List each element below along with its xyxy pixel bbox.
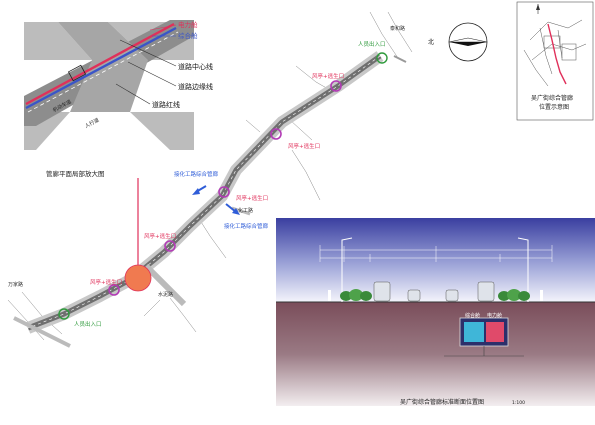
vent-icon-4 bbox=[164, 240, 176, 252]
personnel-entry-sw-icon bbox=[58, 308, 70, 320]
inset-small-box bbox=[67, 64, 87, 82]
label-vent-3: 风亭+逃生口 bbox=[236, 194, 268, 202]
pedestrian-left-icon bbox=[328, 290, 331, 301]
map-streets bbox=[523, 19, 587, 87]
vehicle-car-2-icon bbox=[445, 289, 459, 302]
tunnel-cabin-power bbox=[486, 322, 504, 342]
leader-edge bbox=[127, 61, 177, 87]
map-north-head-icon bbox=[536, 4, 540, 10]
svg-text:北: 北 bbox=[428, 38, 434, 46]
leader-centerline bbox=[119, 39, 177, 67]
street-lamp-right-icon bbox=[517, 237, 529, 302]
side-street-4 bbox=[231, 206, 251, 216]
vehicle-bus-left-icon bbox=[373, 281, 391, 302]
section-caption: 吴广街综合管廊标准断面位置图 bbox=[400, 398, 484, 406]
map-caption-2: 位置示意图 bbox=[539, 103, 569, 111]
street-label-b: 水泥路 bbox=[158, 291, 173, 298]
street-label-c: 万家路 bbox=[8, 281, 23, 288]
map-caption-1: 吴广街综合管廊 bbox=[531, 94, 573, 102]
label-combined: 综合舱 bbox=[178, 31, 198, 40]
vehicle-car-1-icon bbox=[407, 289, 421, 302]
map-route-line bbox=[547, 23, 567, 85]
route-plan: 人员出入口 人员出入口 风亭+逃生口 风亭+逃生口 风亭+逃生口 风亭+逃生口 … bbox=[7, 11, 413, 348]
cross-section: 综合舱 电力舱 吴广街综合管廊标准断面位置图 1:100 bbox=[276, 218, 595, 406]
route-road-dash bbox=[27, 55, 381, 329]
label-cabin-left: 综合舱 bbox=[465, 312, 480, 319]
label-redline: 道路红线 bbox=[152, 100, 180, 109]
personnel-entry-ne-icon bbox=[376, 52, 388, 64]
leader-redline bbox=[115, 83, 151, 105]
leader-power bbox=[149, 24, 177, 31]
vehicles bbox=[373, 281, 495, 302]
vent-icon-1 bbox=[330, 80, 342, 92]
label-power: 电力舱 bbox=[178, 20, 198, 29]
section-scale: 1:100 bbox=[512, 400, 525, 406]
street-label-d: 泰和路 bbox=[390, 25, 405, 32]
inset-center-dash bbox=[27, 31, 179, 113]
section-dimensions bbox=[319, 245, 553, 262]
label-branch-2: 接化工路综合管廊 bbox=[224, 222, 269, 230]
vent-markers bbox=[108, 80, 342, 296]
inset-detail: 电力舱 综合舱 道路中心线 道路边缘线 道路红线 机动车道 人行道 管廊平面局部… bbox=[24, 12, 213, 178]
branch-arrow-up-head-icon bbox=[192, 188, 200, 195]
label-centerline: 道路中心线 bbox=[178, 62, 213, 71]
north-arrow: 北 bbox=[428, 22, 488, 62]
branch-arrow-down-head-icon bbox=[232, 208, 240, 215]
shrubs bbox=[340, 289, 530, 301]
section-sky bbox=[276, 218, 595, 302]
tunnel-cabin-combined bbox=[464, 322, 484, 342]
inset-red-line bbox=[25, 22, 175, 106]
label-edge: 道路边缘线 bbox=[178, 82, 213, 91]
side-street-1 bbox=[393, 55, 407, 63]
location-map: 吴广街综合管廊 位置示意图 bbox=[516, 1, 594, 121]
junction-marker bbox=[124, 264, 152, 292]
north-needle-right-icon bbox=[449, 42, 487, 46]
label-vent-4: 风亭+逃生口 bbox=[144, 232, 176, 240]
pedestrians bbox=[328, 290, 543, 301]
section-soil bbox=[276, 302, 595, 406]
label-cabin-right: 电力舱 bbox=[487, 312, 502, 319]
inset-block-nw bbox=[24, 22, 92, 60]
pedestrian-right-icon bbox=[540, 290, 543, 301]
inset-block-se bbox=[130, 112, 194, 150]
inset-caption: 管廊平面局部放大图 bbox=[46, 169, 105, 178]
vehicle-bus-right-icon bbox=[477, 281, 495, 302]
street-lamps bbox=[341, 237, 529, 302]
location-map-frame bbox=[516, 1, 594, 121]
label-entry-sw: 人员出入口 bbox=[74, 320, 102, 328]
side-street-2 bbox=[143, 263, 187, 307]
vent-icon-3 bbox=[218, 186, 230, 198]
label-vent-5: 风亭+逃生口 bbox=[90, 278, 122, 286]
label-vent-1: 风亭+逃生口 bbox=[312, 72, 344, 80]
street-label-a: 化工路 bbox=[238, 207, 253, 214]
label-entry-ne: 人员出入口 bbox=[358, 40, 386, 48]
street-lamp-left-icon bbox=[341, 237, 353, 302]
side-street-3 bbox=[13, 316, 71, 348]
vent-icon-5 bbox=[108, 284, 120, 296]
vent-icon-2 bbox=[270, 128, 282, 140]
label-vent-2: 风亭+逃生口 bbox=[288, 142, 320, 150]
inset-blue-line bbox=[25, 26, 177, 110]
label-branch-1: 接化工路综合管廊 bbox=[174, 170, 219, 178]
